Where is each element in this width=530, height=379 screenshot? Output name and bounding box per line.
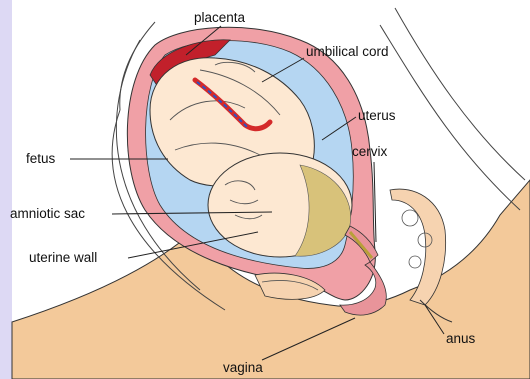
bowel-loop — [409, 256, 421, 268]
label-fetus: fetus — [26, 152, 55, 166]
label-uterine-wall: uterine wall — [29, 251, 97, 265]
pointer-cervix — [374, 162, 376, 242]
label-vagina: vagina — [223, 361, 263, 375]
label-amniotic-sac: amniotic sac — [10, 207, 85, 221]
back-line — [395, 8, 525, 180]
label-uterus: uterus — [358, 109, 396, 123]
label-placenta: placenta — [194, 11, 245, 25]
label-anus: anus — [446, 332, 475, 346]
label-umbilical-cord: umbilical cord — [306, 45, 389, 59]
left-edge-strip — [0, 0, 12, 379]
back-line — [380, 25, 520, 210]
bowel-loop — [402, 210, 418, 226]
label-cervix: cervix — [352, 145, 387, 159]
